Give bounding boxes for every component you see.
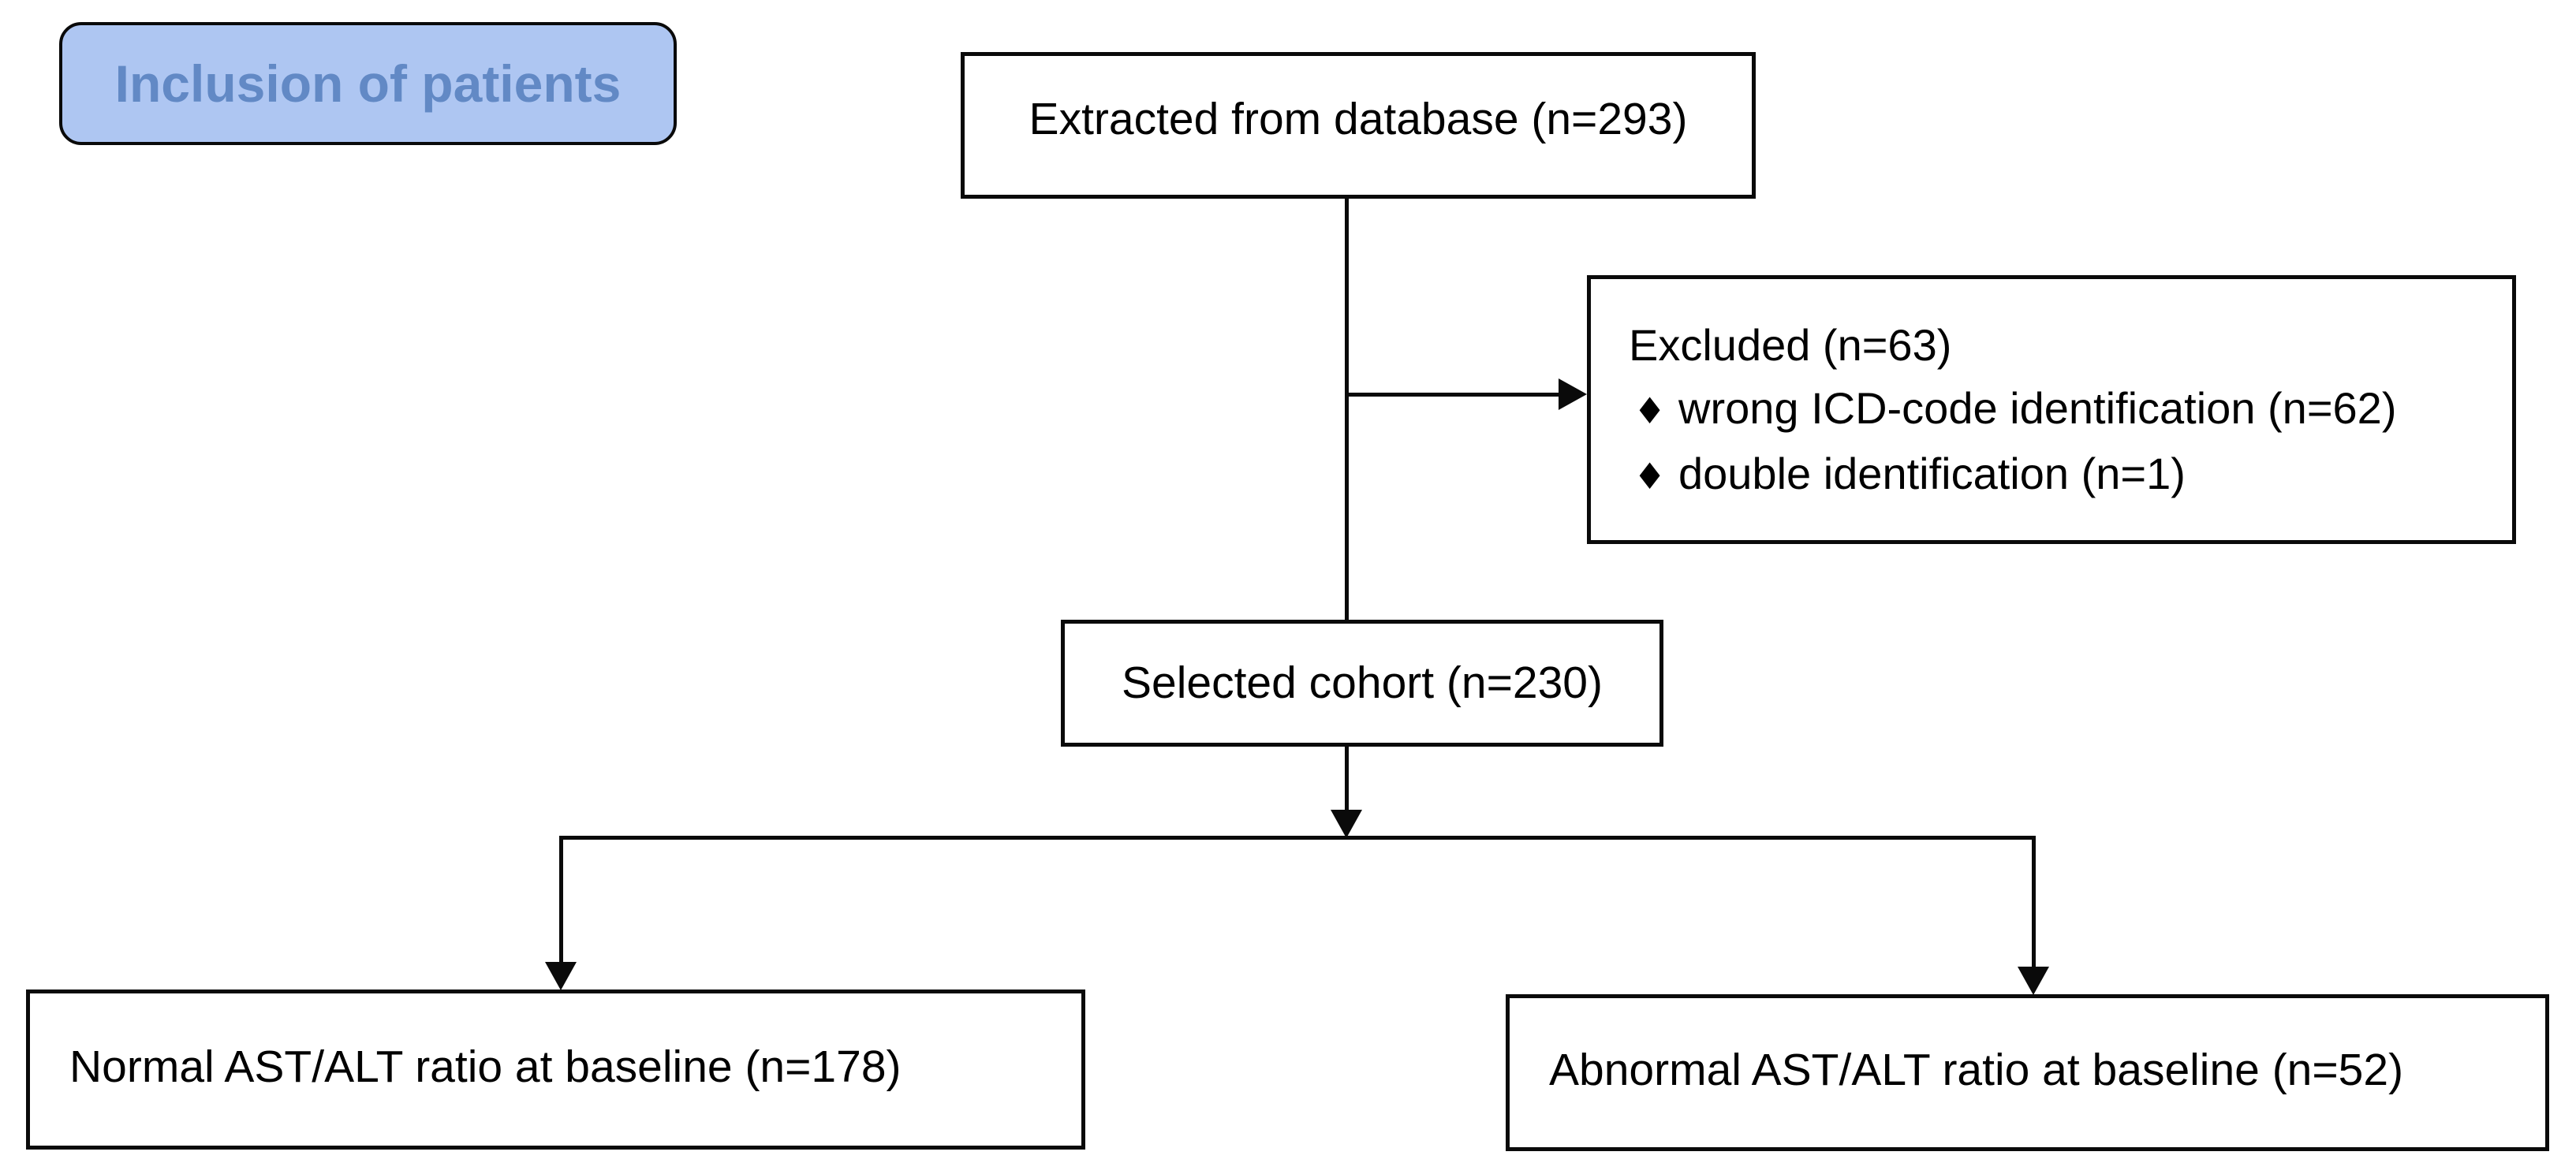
arrowhead-into-normal-icon	[545, 962, 577, 990]
connector-extracted-to-selected	[1345, 197, 1349, 621]
node-excluded: Excluded (n=63) ♦ wrong ICD-code identif…	[1587, 275, 2516, 544]
diagram-title-box: Inclusion of patients	[59, 22, 677, 145]
arrowhead-into-excluded-icon	[1559, 378, 1587, 410]
connector-branch-to-normal	[559, 836, 563, 965]
node-selected-cohort: Selected cohort (n=230)	[1061, 620, 1663, 747]
diamond-bullet-icon: ♦	[1633, 389, 1667, 432]
connector-to-excluded	[1346, 393, 1562, 397]
diamond-bullet-icon: ♦	[1633, 455, 1667, 498]
node-extracted-from-database: Extracted from database (n=293)	[961, 52, 1756, 199]
excluded-heading: Excluded (n=63)	[1629, 320, 1952, 370]
excluded-bullet-item: ♦ double identification (n=1)	[1629, 442, 2496, 508]
arrowhead-into-branch-icon	[1331, 810, 1362, 838]
connector-branch-to-abnormal	[2032, 836, 2036, 970]
node-normal-label: Normal AST/ALT ratio at baseline (n=178)	[69, 1042, 902, 1093]
node-extracted-label: Extracted from database (n=293)	[1029, 93, 1688, 144]
diagram-title: Inclusion of patients	[114, 54, 622, 113]
arrowhead-into-abnormal-icon	[2018, 967, 2049, 995]
node-abnormal-label: Abnormal AST/ALT ratio at baseline (n=52…	[1549, 1045, 2404, 1096]
node-normal-ratio: Normal AST/ALT ratio at baseline (n=178)	[26, 990, 1085, 1150]
connector-branch-horizontal	[559, 836, 2036, 840]
node-selected-label: Selected cohort (n=230)	[1122, 658, 1603, 709]
excluded-bullet-list: ♦ wrong ICD-code identification (n=62) ♦…	[1629, 377, 2496, 508]
node-abnormal-ratio: Abnormal AST/ALT ratio at baseline (n=52…	[1506, 994, 2549, 1151]
connector-selected-to-branch	[1345, 745, 1349, 814]
excluded-bullet-item: ♦ wrong ICD-code identification (n=62)	[1629, 377, 2496, 442]
excluded-bullet-label: double identification (n=1)	[1678, 449, 2186, 498]
excluded-bullet-label: wrong ICD-code identification (n=62)	[1678, 383, 2397, 433]
